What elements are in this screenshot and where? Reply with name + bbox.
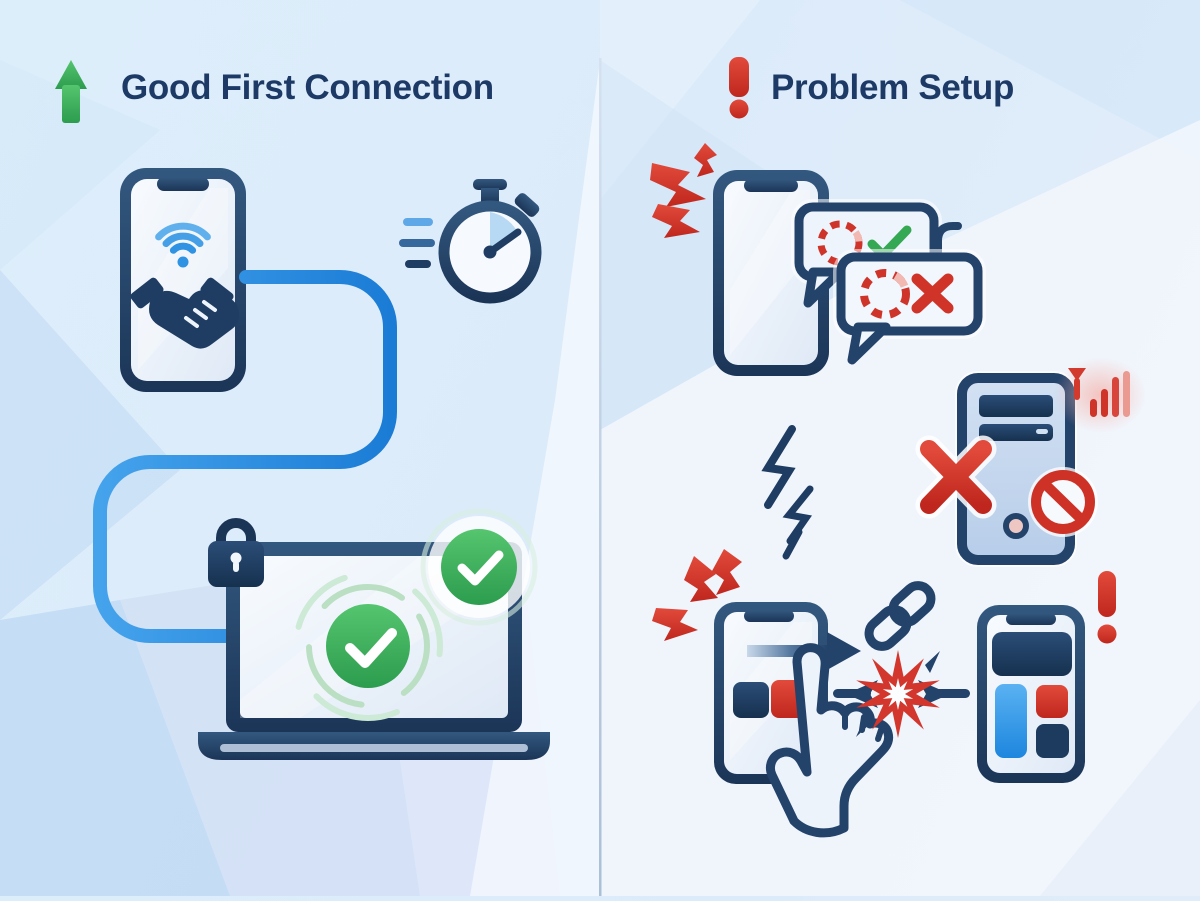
right-panel-title: Problem Setup <box>771 68 1015 107</box>
x-icon <box>911 273 954 314</box>
widget-banner-navy <box>992 632 1072 676</box>
zap-cluster-top <box>650 143 717 238</box>
check-circle-small <box>420 508 538 626</box>
widget-tile-dark <box>1036 724 1069 758</box>
antenna-signal-icon <box>1054 357 1146 433</box>
wifi-icon <box>155 222 211 268</box>
chain-link-icon <box>864 581 936 651</box>
connection-cable <box>93 270 397 643</box>
zap-cluster-bottom <box>652 549 742 641</box>
check-circle-large <box>293 571 443 721</box>
alert-exclamation-icon <box>1097 571 1117 644</box>
widget-tile-red <box>1036 685 1068 718</box>
speed-lines-icon <box>399 218 435 268</box>
collision-burst-icon <box>833 650 970 738</box>
panel-divider <box>599 58 602 896</box>
error-x-icon <box>915 435 997 519</box>
left-panel-title: Good First Connection <box>121 68 494 107</box>
signal-bolts <box>761 425 814 560</box>
chat-bubble-hint <box>934 222 962 260</box>
dashed-spinner-icon <box>817 220 863 266</box>
exclamation-icon <box>729 57 749 119</box>
dashed-spinner-icon <box>860 269 910 319</box>
widget-tile-blue <box>995 684 1027 758</box>
stopwatch-icon <box>399 179 542 304</box>
chat-bubble-failure <box>833 249 986 365</box>
tap-hand-icon <box>765 643 894 838</box>
up-arrow-icon <box>55 60 87 123</box>
phone-widgets <box>977 605 1085 783</box>
no-entry-icon <box>1028 467 1098 537</box>
phone-pairing <box>120 168 246 392</box>
handshake-icon <box>130 277 240 349</box>
padlock-icon <box>208 518 264 587</box>
app-widget-navy <box>733 682 769 718</box>
